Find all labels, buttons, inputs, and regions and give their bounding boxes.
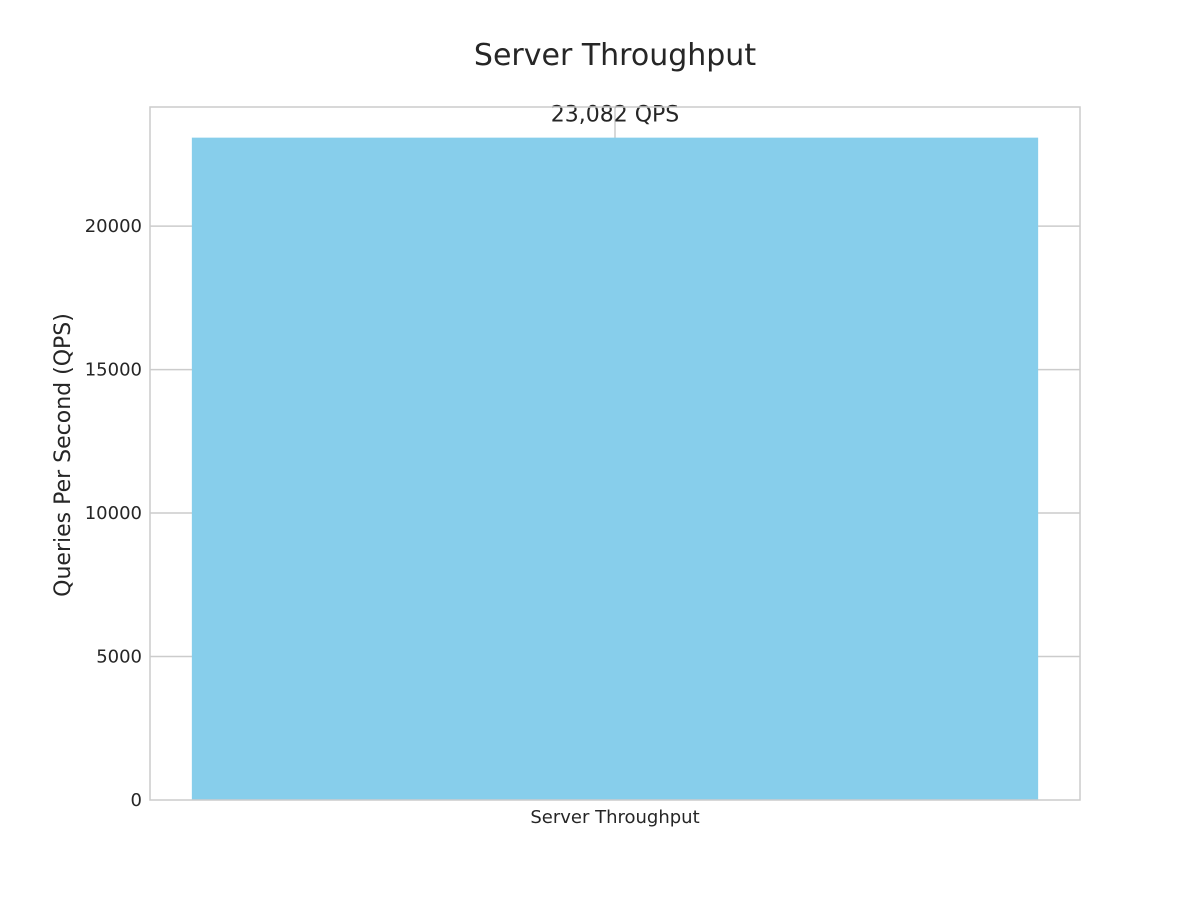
y-tick-label: 5000 [96, 647, 142, 668]
y-axis-label: Queries Per Second (QPS) [51, 313, 76, 597]
y-tick-label: 15000 [85, 360, 142, 381]
y-axis-ticks: 0 5000 10000 15000 20000 [85, 216, 142, 811]
x-axis-ticks: Server Throughput [530, 807, 699, 828]
x-tick-label: Server Throughput [530, 807, 699, 828]
y-tick-label: 0 [131, 790, 142, 811]
bars [191, 137, 1039, 800]
y-tick-label: 10000 [85, 503, 142, 524]
plot-frame [149, 106, 1081, 801]
bar [191, 137, 1039, 800]
y-tick-label: 20000 [85, 216, 142, 237]
chart-title: Server Throughput [474, 38, 756, 73]
